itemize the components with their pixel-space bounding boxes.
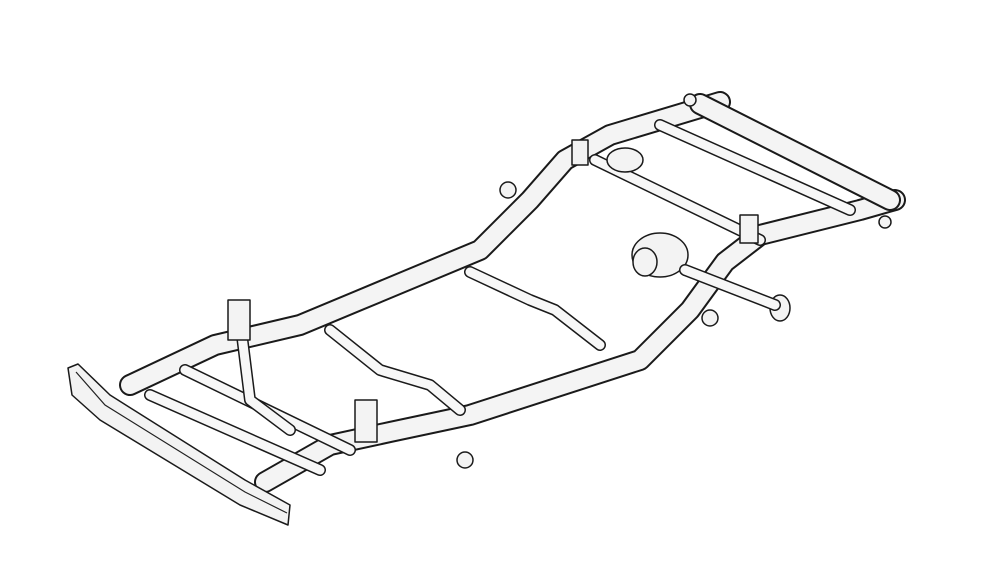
- front-crossmember: [144, 314, 356, 476]
- rear-mount-far: [571, 139, 589, 166]
- body-mount: [683, 93, 697, 107]
- body-mount: [456, 451, 474, 469]
- body-mount: [499, 181, 517, 199]
- front-bumper: [67, 363, 291, 526]
- rear-mount-near: [739, 214, 759, 244]
- body-mount: [878, 215, 892, 229]
- front-spring-hanger-near: [354, 399, 378, 443]
- far-side-rail: [119, 91, 731, 396]
- body-mount: [701, 309, 719, 327]
- middle-crossmember: [324, 266, 606, 416]
- rear-crossmember-hole: [606, 147, 644, 173]
- front-spring-hanger-far: [227, 299, 251, 341]
- mounts: [227, 93, 892, 469]
- differential: [606, 147, 791, 322]
- rear-crossmember: [589, 93, 901, 246]
